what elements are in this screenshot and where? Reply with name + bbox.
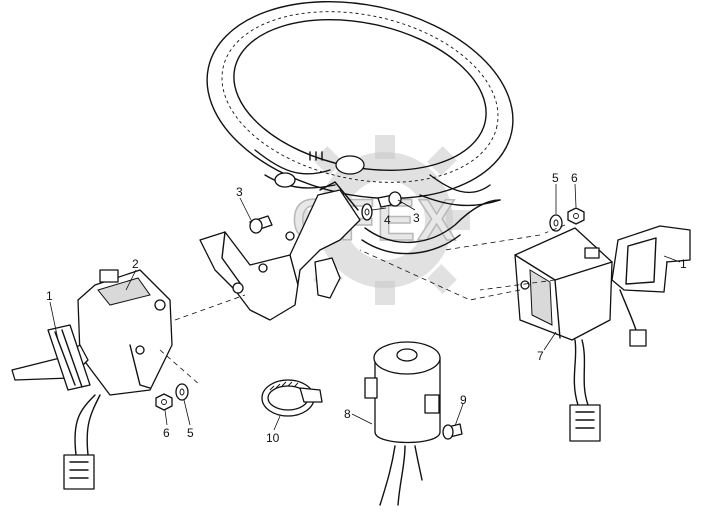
washer-4	[361, 203, 373, 221]
steering-wheel	[206, 0, 514, 255]
right-switch-assembly	[514, 225, 691, 442]
callout-8: 8	[344, 407, 351, 421]
callout-4: 4	[384, 213, 391, 227]
hose-clamp	[261, 379, 323, 417]
washer-5-top	[549, 214, 563, 232]
leader-lines	[49, 183, 681, 431]
ignition-switch	[364, 341, 441, 506]
callout-7: 7	[537, 349, 544, 363]
callout-5-bottom: 5	[187, 426, 194, 440]
nut-6-bottom	[155, 393, 173, 411]
screw-9	[442, 423, 463, 440]
callout-3-left: 3	[236, 185, 243, 199]
bolt-3-right	[377, 191, 402, 208]
washer-5-bottom	[175, 383, 189, 401]
callout-6-bottom: 6	[163, 426, 170, 440]
left-switch-assembly	[11, 269, 173, 490]
callout-2: 2	[132, 257, 139, 271]
callout-6-top: 6	[571, 171, 578, 185]
callout-3-right: 3	[413, 211, 420, 225]
callout-9: 9	[460, 393, 467, 407]
callout-10: 10	[266, 431, 280, 445]
callout-1-right: 1	[680, 257, 687, 271]
callout-5-top: 5	[552, 171, 559, 185]
column-bracket	[199, 181, 361, 321]
assembly-lines	[159, 224, 566, 386]
callout-1-left: 1	[46, 289, 53, 303]
nut-6-top	[567, 207, 585, 225]
bolt-3-left	[249, 215, 273, 234]
